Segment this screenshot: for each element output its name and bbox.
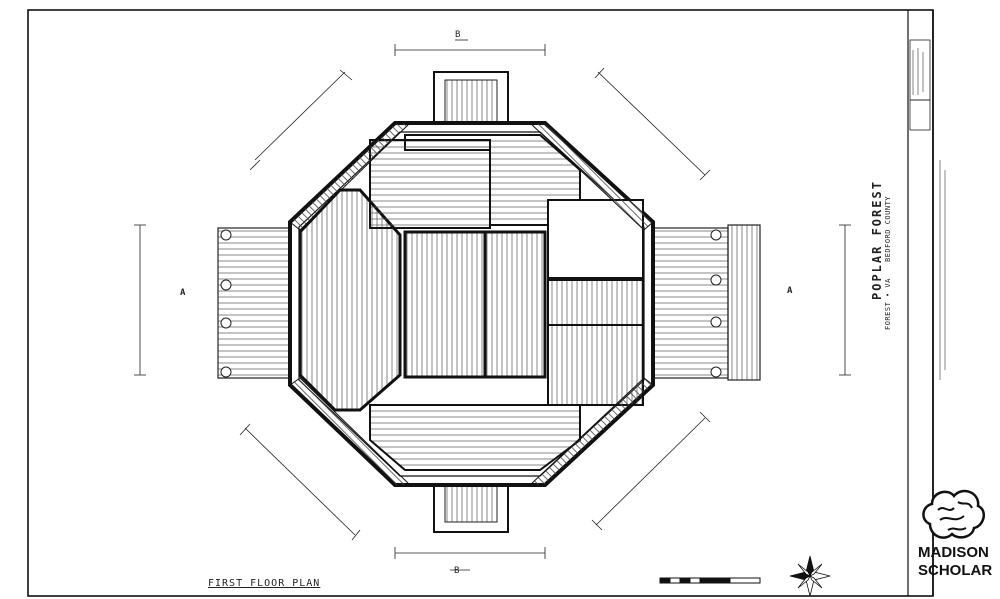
right-portico-columns [710, 229, 722, 378]
dimension-top [394, 39, 546, 56]
north-room-hall [369, 139, 491, 229]
central-room [403, 230, 547, 379]
dimension-bottom [394, 547, 546, 571]
project-county: BEDFORD COUNTY [884, 195, 892, 262]
east-room-lower [547, 324, 644, 406]
diagonal-dimensions [239, 67, 711, 541]
graphic-scale [659, 577, 761, 584]
north-stair [444, 79, 498, 123]
section-marker-a-right: A [787, 286, 793, 296]
title-block-box [909, 99, 931, 131]
madison-scholar-logo: MADISON SCHOLAR [918, 484, 993, 596]
logo-text-scholar: SCHOLAR [918, 562, 993, 579]
south-room [369, 404, 581, 471]
north-arrow-icon [789, 555, 831, 597]
left-portico-columns [220, 229, 232, 378]
east-room-mid [547, 279, 644, 326]
project-location: FOREST • VA [884, 278, 892, 330]
section-marker-b-top: B [455, 30, 461, 40]
logo-text-madison: MADISON [918, 544, 989, 561]
corner-walls [289, 122, 654, 486]
section-marker-b-bottom: B [454, 566, 460, 576]
right-portico [649, 227, 729, 379]
side-dimensions [134, 224, 851, 376]
title-block-lines [912, 48, 946, 380]
right-steps [727, 224, 761, 381]
project-name: POPLAR FOREST [870, 180, 884, 300]
brain-icon [922, 489, 986, 539]
left-portico [217, 227, 297, 379]
section-marker-a-left: A [180, 288, 186, 298]
drawing-title: FIRST FLOOR PLAN [208, 578, 321, 589]
